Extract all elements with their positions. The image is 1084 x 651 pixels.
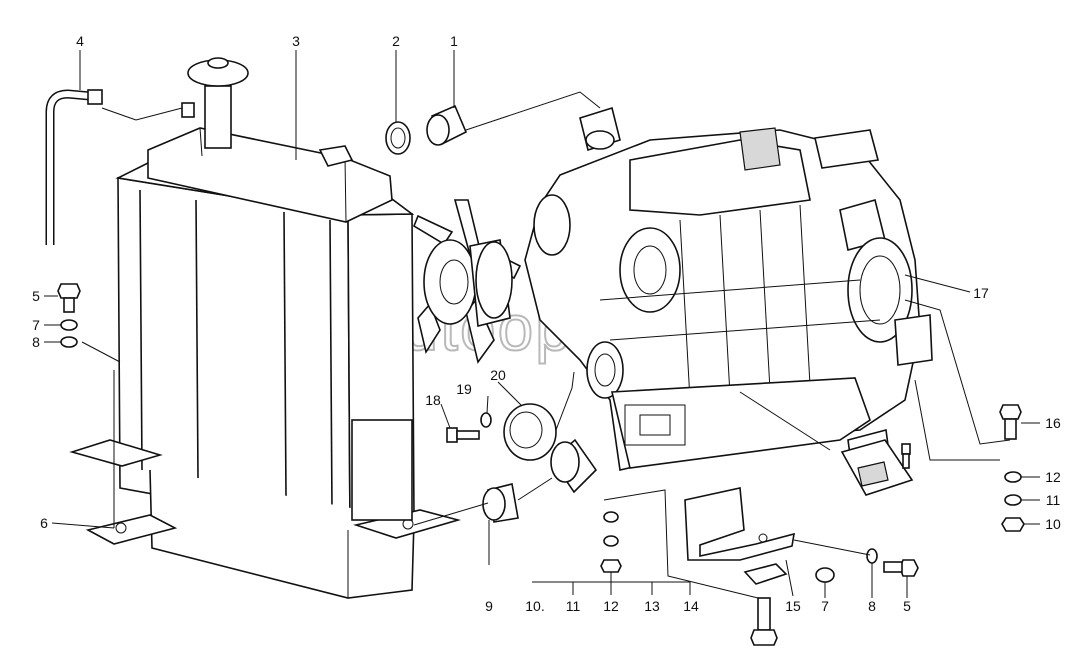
callout-5-bottom: 5 [903,598,911,614]
callout-12-right: 12 [1045,469,1061,485]
callout-17: 17 [973,285,989,301]
callout-1: 1 [450,33,458,49]
washer-11 [1004,494,1022,506]
callout-7-left: 7 [32,317,40,333]
callout-8-bottom: 8 [868,598,876,614]
lower-hose-connector [550,438,598,494]
washer-stack [600,511,622,573]
washer-7-bottom [815,567,835,583]
callout-11-right: 11 [1046,492,1061,508]
fan-washer [480,412,492,428]
callout-13: 13 [644,598,660,614]
callout-labels: 4 3 2 1 5 7 8 6 17 20 19 18 16 12 11 10 … [32,33,1061,614]
fan [413,199,522,364]
upper-hose-connector [579,106,621,152]
callout-15: 15 [785,598,801,614]
callout-16: 16 [1045,415,1061,431]
hose-clamp [385,121,411,155]
callout-3: 3 [292,33,300,49]
callout-14: 14 [683,598,699,614]
washer-7-left [60,319,78,331]
callout-20: 20 [490,367,506,383]
callout-11-bottom: 11 [566,598,581,614]
callout-7-bottom: 7 [821,598,829,614]
callout-5-left: 5 [32,288,40,304]
fan-spacer [503,403,557,461]
callout-8-left: 8 [32,334,40,350]
bolt-bottom [750,597,778,646]
engine [524,127,933,471]
washer-12 [1004,471,1022,483]
nut-10 [1001,517,1025,532]
callout-10-right: 10 [1045,516,1061,532]
callout-18: 18 [425,392,441,408]
overflow-hose [45,89,195,245]
lower-hose-sleeve [482,483,519,523]
callout-19: 19 [456,381,472,397]
callout-6: 6 [40,515,48,531]
radiator [69,57,461,599]
rear-mount [840,428,914,496]
callout-9: 9 [485,598,493,614]
front-bracket [684,487,795,585]
callout-10-bottom: 10. [525,598,544,614]
leader-lines [44,50,1040,599]
washer-8-bottom [866,548,878,564]
callout-2: 2 [392,33,400,49]
bolt-5-left [57,283,81,313]
hose-sleeve [426,104,468,146]
bolt-16 [999,404,1022,440]
fan-bolt [446,427,480,443]
callout-4: 4 [76,33,84,49]
bolt-5-bottom [883,559,919,577]
callout-12-bottom: 12 [603,598,619,614]
washer-8-left [60,336,78,348]
